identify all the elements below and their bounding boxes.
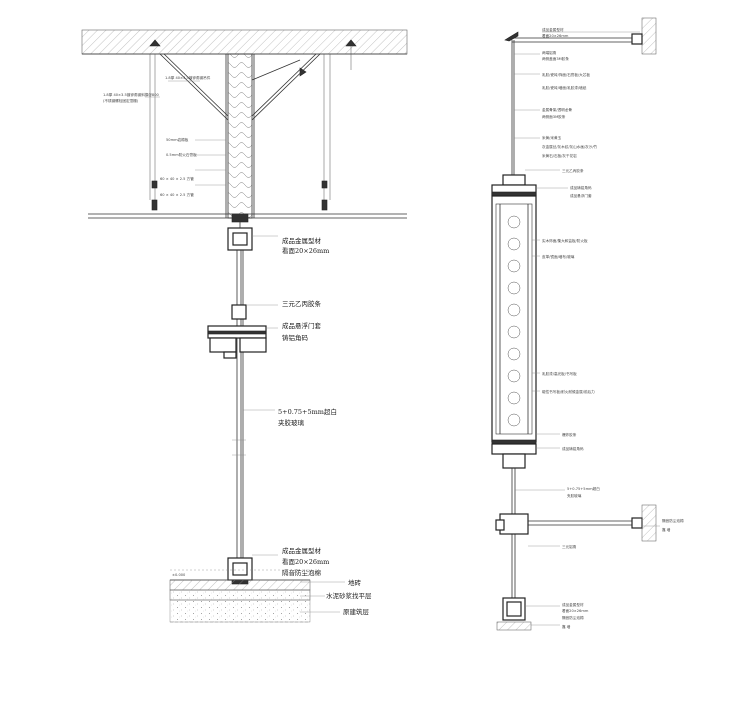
right-label-22: 夹胶玻璃 bbox=[567, 493, 582, 498]
right-label-25: 三元铝角 bbox=[562, 544, 577, 549]
right-label-8: 两侧面3M胶条 bbox=[542, 114, 566, 119]
left-label-3: 三元乙丙胶条 bbox=[282, 299, 322, 308]
top-profile bbox=[227, 222, 253, 251]
right-label-27: 看面20×26mm bbox=[562, 608, 589, 613]
left-label-5: 铸铝角码 bbox=[282, 333, 309, 342]
left-label-7: 夹胶玻璃 bbox=[278, 418, 305, 427]
right-label-21: 5+0.75+5mm超白 bbox=[567, 486, 600, 491]
right-label-1: 成品金属型材 bbox=[542, 27, 564, 32]
left-label-4: 成品悬浮门套 bbox=[282, 321, 322, 330]
left-label-10: 隔音防尘泡棉 bbox=[282, 568, 322, 577]
right-label-28: 隔音防尘泡棉 bbox=[562, 615, 584, 620]
stud-wall bbox=[225, 53, 255, 223]
door-leaf bbox=[491, 195, 537, 443]
right-leaders bbox=[514, 31, 660, 626]
bottom-right-profile bbox=[496, 597, 532, 631]
left-detail: 1.8厚 40×3.5镀锌角钢吊件 1.8厚 40×3.5镀锌角钢斜撑@800 … bbox=[81, 29, 408, 623]
left-label-2: 看面20×26mm bbox=[282, 247, 329, 255]
right-label-17: 乳胶漆/高光板/书写板 bbox=[542, 371, 577, 376]
right-label-24: 靠 墙 bbox=[662, 527, 671, 532]
wall-note-4: 60 × 40 × 2.5 方管 bbox=[160, 192, 194, 197]
right-label-20: 成品铸铝角码 bbox=[562, 446, 584, 451]
diagonal-braces bbox=[159, 53, 321, 121]
floor-label-base: 原建筑层 bbox=[343, 607, 370, 616]
left-label-1: 成品金属型材 bbox=[282, 236, 322, 245]
glass-panel bbox=[232, 250, 246, 560]
right-label-26: 成品金属型材 bbox=[562, 602, 584, 607]
right-detail: 成品金属型材 看面20×26mm 两端铝角 两侧盖面3M胶条 乳胶/瓷砖/饰面/… bbox=[491, 17, 684, 631]
right-label-15: 实木饰面/集大和监板/防火板 bbox=[542, 238, 588, 243]
ceiling-note-1: 1.8厚 40×3.5镀锌角钢吊件 bbox=[165, 75, 211, 80]
right-label-14: 成品悬浮门套 bbox=[570, 193, 592, 198]
ceiling-slab bbox=[81, 29, 408, 55]
wall-note-2: 0.5mm防火石膏板 bbox=[166, 152, 197, 157]
right-label-13: 成品铸铝角码 bbox=[570, 185, 592, 190]
ceiling-note-3: (不锈钢螺栓固定顶棚) bbox=[103, 98, 139, 103]
left-label-9: 看面20×26mm bbox=[282, 558, 329, 566]
floor-label-screed: 水泥砂浆找平层 bbox=[326, 591, 372, 600]
left-label-6: 5+0.75+5mm超白 bbox=[278, 407, 337, 416]
upper-profile bbox=[491, 174, 537, 197]
floor-layers bbox=[169, 569, 311, 623]
lower-profile bbox=[491, 439, 537, 469]
wall-note-3: 60 × 40 × 2.5 方管 bbox=[160, 176, 194, 181]
right-label-18: 磁性书写板/耐火耐候金属/前后力 bbox=[542, 389, 595, 394]
right-label-29: 靠 墙 bbox=[562, 624, 571, 629]
right-label-7: 金属骨架/透明龙骨 bbox=[542, 107, 572, 112]
right-label-11: 米黄石/石板/灰千花岩 bbox=[542, 153, 577, 158]
side-stop bbox=[495, 504, 657, 542]
right-label-5: 乳胶/瓷砖/饰面/石膏板/大芯板 bbox=[542, 72, 590, 77]
right-label-2: 看面20×26mm bbox=[542, 33, 569, 38]
left-label-8: 成品金属型材 bbox=[282, 546, 322, 555]
right-label-19: 爆炸胶条 bbox=[562, 432, 577, 437]
floor-level: ±0.000 bbox=[172, 573, 186, 577]
right-label-12: 三元乙丙胶条 bbox=[562, 168, 584, 173]
epdm-strip bbox=[231, 304, 247, 320]
right-label-9: 米黄/米黄玉 bbox=[542, 135, 562, 140]
top-wall bbox=[641, 17, 657, 55]
door-frame-profile bbox=[207, 325, 267, 359]
right-label-16: 皮革/镜面/墙布/玻璃 bbox=[542, 254, 575, 259]
wall-note-1: 50mm岩棉板 bbox=[166, 137, 189, 142]
left-leaders bbox=[145, 80, 345, 613]
door-core-circles bbox=[507, 215, 521, 427]
right-label-3: 两端铝角 bbox=[542, 50, 557, 55]
right-label-6: 乳胶/瓷砖/墙面/乳胶漆/墙纸 bbox=[542, 85, 587, 90]
ceiling-hangers bbox=[149, 39, 357, 211]
right-label-23: 隔音防尘泡棉 bbox=[662, 518, 684, 523]
right-label-4: 两侧盖面3M胶条 bbox=[542, 56, 569, 61]
floor-label-tile: 地砖 bbox=[348, 578, 362, 587]
right-label-10: 灰金属丝/灰木纹/灰山水画/灰沙/竹 bbox=[542, 144, 598, 149]
ceiling-note-2: 1.8厚 40×3.5镀锌角钢斜撑@800 bbox=[103, 92, 159, 97]
